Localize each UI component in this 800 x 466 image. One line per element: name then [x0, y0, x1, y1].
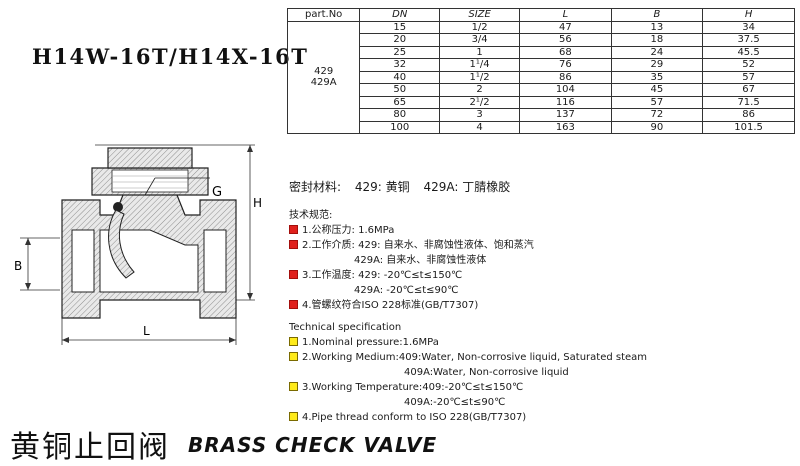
header-part-no: part.No: [286, 8, 361, 22]
yellow-square-icon: [289, 412, 298, 421]
part-no-cell: 429 429A: [286, 20, 361, 134]
tech-en-item-4: 4.Pipe thread conform to ISO 228(GB/T730…: [289, 410, 647, 425]
seal-item-429: 429: 黄铜: [354, 180, 410, 194]
product-name-cn: 黄铜止回阀: [10, 430, 170, 465]
label-g: G: [212, 185, 222, 200]
swing-disc: [108, 209, 135, 279]
red-square-icon: [289, 225, 298, 234]
tech-cn-item-2: 2.工作介质: 429: 自来水、非腐蚀性液体、饱和蒸汽: [289, 238, 647, 253]
label-b: B: [14, 259, 22, 273]
part-no-429a: 429A: [310, 77, 337, 89]
technical-spec-block: 技术规范: 1.公称压力: 1.6MPa 2.工作介质: 429: 自来水、非腐…: [289, 208, 647, 425]
valve-cap-top: [107, 147, 193, 169]
yellow-square-icon: [289, 382, 298, 391]
header-size: SIZE: [439, 8, 521, 22]
header-l: L: [519, 8, 612, 22]
red-square-icon: [289, 300, 298, 309]
tech-cn-heading: 技术规范:: [289, 210, 333, 221]
red-square-icon: [289, 270, 298, 279]
yellow-square-icon: [289, 352, 298, 361]
valve-cross-section-drawing: H B L G: [14, 144, 262, 345]
tech-cn-item-4: 4.管螺纹符合ISO 228标准(GB/T7307): [289, 298, 647, 313]
table-header-row: part.No DN SIZE L B H: [286, 8, 795, 22]
header-h: H: [702, 8, 795, 22]
tech-cn-item-1: 1.公称压力: 1.6MPa: [289, 223, 647, 238]
red-square-icon: [289, 240, 298, 249]
tech-en-item-1: 1.Nominal pressure:1.6MPa: [289, 335, 647, 350]
tech-en-item-2: 2.Working Medium:409:Water, Non-corrosiv…: [289, 350, 647, 365]
tech-en-heading: Technical specification: [289, 322, 402, 333]
label-h: H: [253, 196, 262, 210]
tech-cn-item-3: 3.工作温度: 429: -20℃≤t≤150℃: [289, 268, 647, 283]
header-b: B: [610, 8, 704, 22]
product-name-en: BRASS CHECK VALVE: [188, 433, 438, 457]
tech-en-item-3: 3.Working Temperature:409:-20℃≤t≤150℃: [289, 380, 647, 395]
label-l: L: [143, 324, 150, 338]
tech-cn-item-3b: 429A: -20℃≤t≤90℃: [354, 285, 459, 296]
tech-cn-item-2b: 429A: 自来水、非腐蚀性液体: [354, 255, 487, 266]
tech-en-item-2b: 409A:Water, Non-corrosive liquid: [404, 367, 569, 378]
part-no-429: 429: [314, 66, 334, 78]
header-dn: DN: [359, 8, 441, 22]
tech-en-item-3b: 409A:-20℃≤t≤90℃: [404, 397, 506, 408]
seal-item-429a: 429A: 丁腈橡胶: [423, 180, 511, 194]
yellow-square-icon: [289, 337, 298, 346]
model-title: H14W-16T/H14X-16T: [32, 44, 309, 69]
seal-label: 密封材料:: [289, 180, 342, 194]
seal-material: 密封材料: 429: 黄铜 429A: 丁腈橡胶: [289, 178, 520, 195]
hinge-pin: [113, 202, 123, 212]
